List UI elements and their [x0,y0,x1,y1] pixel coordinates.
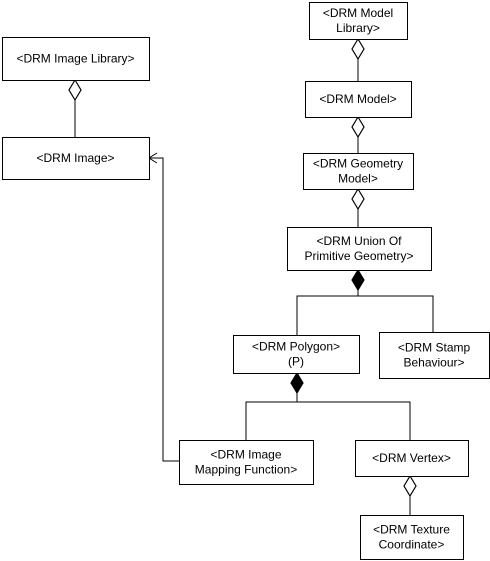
class-label-line: (P) [288,355,304,369]
relation-image-mapping-function-to-image [148,152,179,462]
aggregation-diamond [351,268,365,292]
class-label-line: <DRM Stamp [398,341,471,355]
class-label-line: Behaviour> [403,356,464,370]
class-polygon[interactable]: <DRM Polygon>(P) [233,335,360,374]
relation-image-library-to-image [68,78,82,137]
class-box [287,227,432,271]
class-label-line: <DRM Texture [373,523,450,537]
relation-model-to-geometry-model [351,115,365,153]
connector-line [357,290,434,332]
class-box [305,81,412,118]
class-box [179,440,314,485]
class-box [2,37,150,81]
aggregation-diamond [351,187,365,211]
relation-geometry-model-to-union-geometry [351,187,365,227]
class-box [355,440,469,477]
class-box [379,332,490,379]
connector-line [149,157,179,462]
class-image[interactable]: <DRM Image> [2,137,150,180]
class-label-line: <DRM Model [323,6,393,20]
relation-polygon-to-image-mapping-function [245,371,304,440]
class-box [309,2,408,40]
class-box [233,335,360,374]
connector-line [245,393,298,440]
class-box [2,137,150,180]
class-image-library[interactable]: <DRM Image Library> [2,37,150,81]
class-label-line: Model> [338,172,378,186]
class-label-line: <DRM Vertex> [372,451,451,465]
class-model[interactable]: <DRM Model> [305,81,412,118]
class-vertex[interactable]: <DRM Vertex> [355,440,469,477]
class-box [360,515,464,560]
connector-line [296,393,411,440]
class-label-line: Mapping Function> [195,463,297,477]
relation-polygon-to-vertex [296,393,411,440]
class-label-line: <DRM Image [210,448,281,462]
class-label-line: Primitive Geometry> [304,249,413,263]
relation-union-geometry-to-stamp-behaviour [357,290,434,332]
aggregation-diamond [68,78,82,102]
class-label-line: <DRM Union Of [316,234,402,248]
aggregation-diamond [351,37,365,61]
class-label-line: <DRM Image Library> [16,52,134,66]
class-label-line: <DRM Image> [36,151,114,165]
aggregation-diamond [403,474,417,498]
class-label-line: Library> [336,21,380,35]
relation-vertex-to-texture-coordinate [403,474,417,515]
class-label-line: <DRM Polygon> [252,340,340,354]
connector-line [296,290,359,335]
class-label-line: Coordinate> [379,538,445,552]
class-box [303,153,414,190]
class-label-line: <DRM Model> [319,92,396,106]
relation-model-library-to-model [351,37,365,81]
aggregation-diamond [351,115,365,139]
aggregation-diamond [290,371,304,395]
relation-lines [68,37,434,515]
relation-union-geometry-to-polygon [296,268,365,335]
class-label-line: <DRM Geometry [313,157,403,171]
